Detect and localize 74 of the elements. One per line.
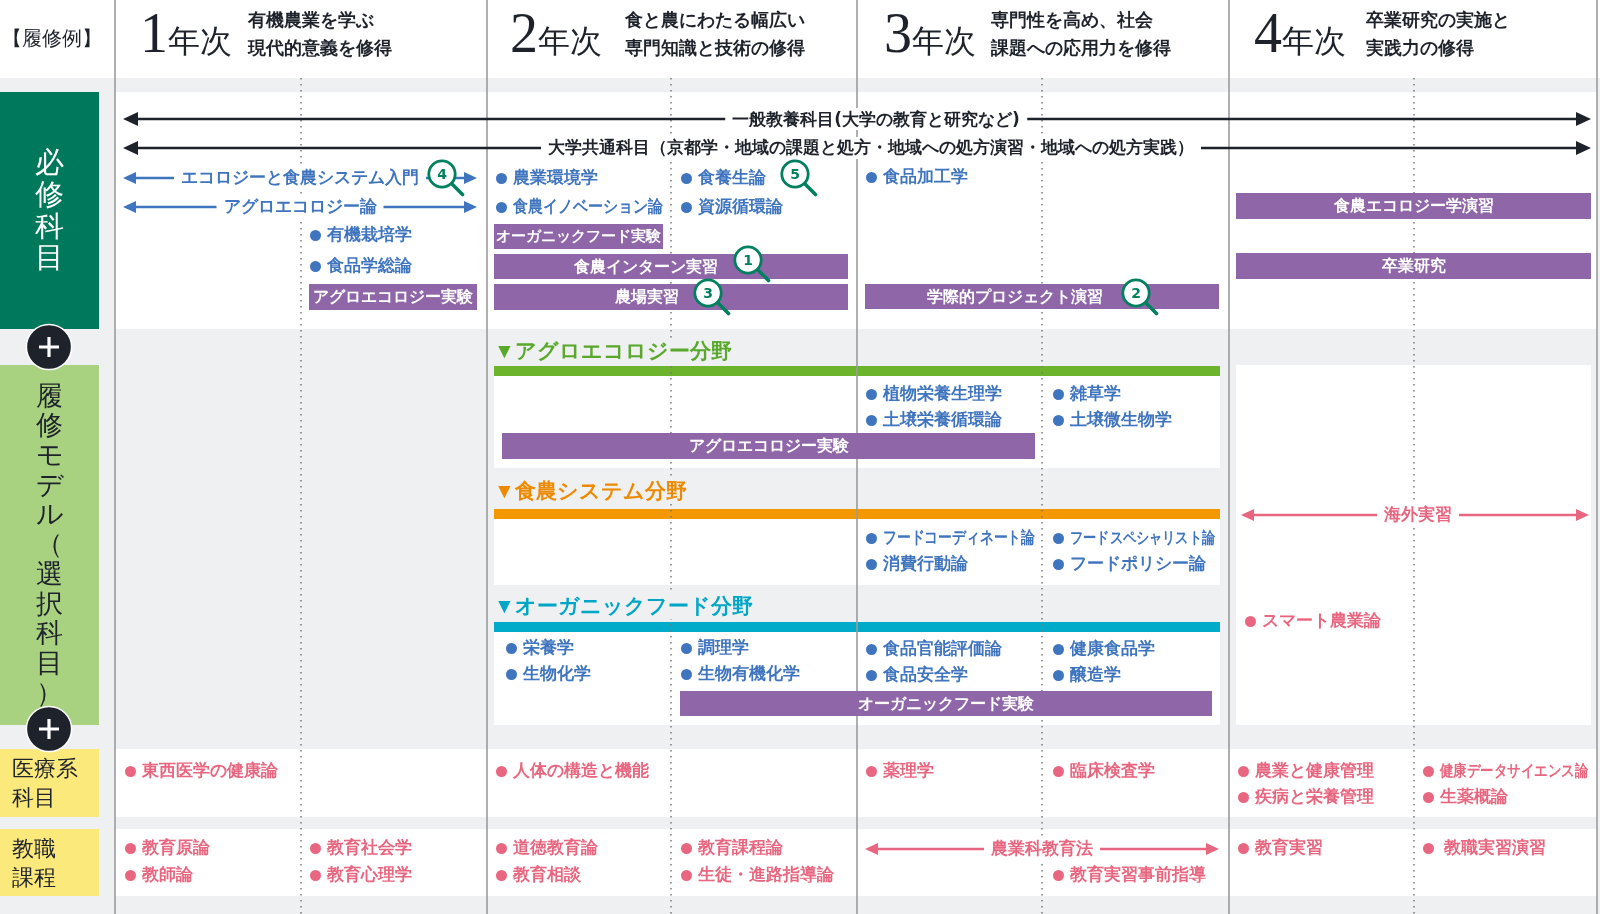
year-label: 3年次 [884,5,976,61]
course-name: 生物化学 [523,663,591,685]
course-name: 教師論 [142,864,193,886]
course-name: 資源循環論 [698,196,783,218]
course-name: 食品加工学 [883,166,968,188]
year-label: 4年次 [1254,5,1346,61]
course-name: 健康食品学 [1070,638,1155,660]
span-label: エコロジーと食農システム入門 [174,167,426,189]
year-goal-text: 専門性を高め、社会課題への応用力を修得 [991,9,1172,60]
course-name: 土壌微生物学 [1070,409,1172,431]
span-label: 一般教養科目(大学の教育と研究など) [725,108,1027,130]
course-name: 教育実習 [1255,837,1323,859]
course-name: 健康データサイエンス論 [1440,760,1588,782]
row-header: 履修モデル（選択科目） [0,365,99,725]
callout-number: 5 [790,166,800,182]
course-name: 植物栄養生理学 [883,383,1002,405]
course-bar: アグロエコロジー実験 [502,433,1035,459]
row-header: 教職課程 [0,829,99,896]
course-name: 調理学 [698,637,749,659]
course-name: スマート農業論 [1262,610,1381,632]
course-name: 農業環境学 [513,167,598,189]
course-name: 雑草学 [1070,383,1121,405]
course-name: 食品学総論 [327,255,412,277]
course-bar: 卒業研究 [1236,253,1591,279]
course-name: 生徒・進路指導論 [698,864,834,886]
course-name: 食品官能評価論 [883,638,1002,660]
row-header: 医療系科目 [0,749,99,817]
callout-number: 1 [743,252,753,268]
course-name: 臨床検査学 [1070,760,1155,782]
course-name: フードポリシー論 [1070,553,1206,575]
course-name: 食養生論 [698,167,766,189]
course-name: 東西医学の健康論 [142,760,278,782]
callout-number: 2 [1131,285,1141,301]
course-name: 教育心理学 [327,864,412,886]
section-title: 【履修例】 [2,26,102,52]
course-name: 生薬概論 [1440,786,1508,808]
year-goal-text: 有機農業を学ぶ現代的意義を修得 [248,9,393,60]
course-name: 教育課程論 [698,837,783,859]
course-name: 道徳教育論 [513,837,598,859]
course-name: 有機栽培学 [327,224,412,246]
course-bar: アグロエコロジー実験 [309,284,477,310]
course-name: 消費行動論 [883,553,968,575]
course-name: 教育原論 [142,837,210,859]
span-label: アグロエコロジー論 [216,196,384,218]
row-header: 必修科目 [0,92,99,329]
course-panel [1236,365,1591,725]
year-goal-text: 卒業研究の実施と実践力の修得 [1366,9,1511,60]
course-name: 教職実習演習 [1444,837,1546,859]
course-name: フードスペシャリスト論 [1070,527,1215,549]
span-label: 農業科教育法 [984,837,1100,860]
course-name: 醸造学 [1070,664,1121,686]
course-name: 栄養学 [523,637,574,659]
course-name: 生物有機化学 [698,663,800,685]
course-name: 教育実習事前指導 [1070,864,1206,886]
year-goal-text: 食と農にわたる幅広い専門知識と技術の修得 [625,9,806,60]
course-name: フードコーディネート論 [883,527,1035,549]
course-name: 土壌栄養循環論 [883,409,1002,431]
callout-number: 4 [437,166,447,182]
year-label: 2年次 [510,5,602,61]
course-name: 教育相談 [513,864,581,886]
span-label: 海外実習 [1377,504,1459,526]
course-name: 薬理学 [883,760,934,782]
course-bar: オーガニックフード実験 [494,224,663,249]
year-label: 1年次 [140,5,232,61]
course-bar: 食農エコロジー学演習 [1236,193,1591,219]
course-bar: オーガニックフード実験 [680,691,1212,716]
course-name: 食品安全学 [883,664,968,686]
callout-number: 3 [703,285,713,301]
course-name: 農業と健康管理 [1255,760,1374,782]
course-name: 教育社会学 [327,837,412,859]
course-name: 食農イノベーション論 [513,196,663,218]
course-name: 人体の構造と機能 [513,760,649,782]
course-name: 疾病と栄養管理 [1255,786,1374,808]
span-label: 大学共通科目（京都学・地域の課題と処方・地域への処方演習・地域への処方実践） [541,136,1201,159]
